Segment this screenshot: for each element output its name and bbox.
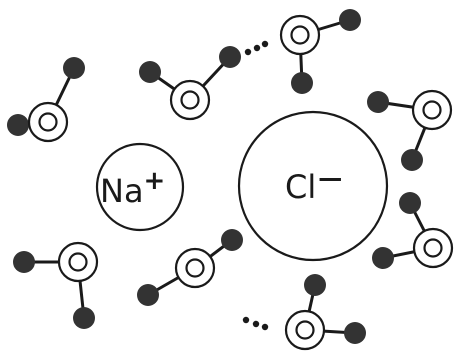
oxygen-nucleus xyxy=(422,100,442,120)
oxygen-nucleus xyxy=(295,320,315,340)
sodium-ion-label: Na+ xyxy=(100,166,165,210)
hbond-dot xyxy=(261,323,269,331)
hydrogen-atom xyxy=(219,46,241,68)
chloride-charge: — xyxy=(318,164,342,192)
sodium-ion-circle xyxy=(95,142,185,232)
oxygen-nucleus xyxy=(290,25,310,45)
water-molecule xyxy=(137,229,243,306)
hydrogen-atom xyxy=(339,9,361,31)
hydrogen-atom xyxy=(291,72,313,94)
hydrogen-bond xyxy=(242,316,269,331)
water-molecule xyxy=(13,241,99,329)
hydrogen-atom xyxy=(221,229,243,251)
hydrogen-atom xyxy=(7,114,29,136)
hydrogen-bonds xyxy=(242,40,269,331)
chloride-ion: Cl— xyxy=(237,110,389,262)
oxygen-nucleus xyxy=(180,90,200,110)
hydrogen-atom xyxy=(137,284,159,306)
hbond-dot xyxy=(252,320,260,328)
hydrogen-atom xyxy=(73,307,95,329)
sodium-charge: + xyxy=(144,166,166,196)
sodium-ion: Na+ xyxy=(95,142,185,232)
hbond-dot xyxy=(244,48,252,56)
chloride-ion-circle xyxy=(237,110,389,262)
water-molecule xyxy=(7,57,85,143)
hbond-dot xyxy=(261,40,269,48)
hydrogen-atom xyxy=(399,192,421,214)
oxygen-nucleus xyxy=(38,112,58,132)
chloride-ion-label: Cl— xyxy=(285,164,342,206)
oxygen-nucleus xyxy=(185,258,205,278)
hydrogen-atom xyxy=(372,247,394,269)
hydrogen-bond xyxy=(244,40,269,56)
water-molecules xyxy=(7,9,454,351)
water-molecule xyxy=(139,46,241,121)
water-molecule xyxy=(367,89,453,171)
hbond-dot xyxy=(253,44,261,52)
hbond-dot xyxy=(242,316,250,324)
chloride-symbol: Cl xyxy=(285,168,316,206)
hydrogen-atom xyxy=(367,91,389,113)
sodium-symbol: Na xyxy=(100,172,144,210)
hydrogen-atom xyxy=(401,149,423,171)
hydrogen-atom xyxy=(13,251,35,273)
water-molecule xyxy=(284,274,366,351)
water-molecule xyxy=(279,9,361,94)
hydrogen-atom xyxy=(139,61,161,83)
hydrogen-atom xyxy=(344,322,366,344)
hydrogen-atom xyxy=(63,57,85,79)
oxygen-nucleus xyxy=(68,252,88,272)
oxygen-nucleus xyxy=(423,238,443,258)
water-molecule xyxy=(372,192,454,269)
hydrogen-atom xyxy=(304,274,326,296)
